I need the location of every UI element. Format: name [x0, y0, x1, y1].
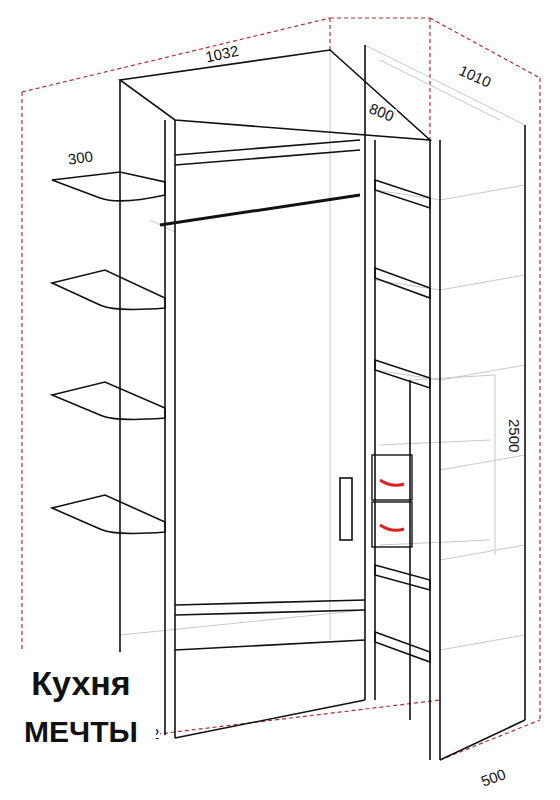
carcass — [120, 45, 525, 760]
logo-text: МЕЧТЫ — [12, 716, 150, 748]
hidden-lines — [120, 45, 525, 650]
dimension-label: 800 — [366, 100, 397, 124]
dimension-label: 500 — [478, 766, 509, 789]
dimension-label: 2500 — [507, 418, 522, 453]
dimension-frame — [22, 18, 540, 760]
dimension-label: 1032 — [203, 43, 241, 65]
dimension-label: 300 — [66, 148, 95, 167]
right-shelves — [375, 180, 430, 662]
drawer-handles — [380, 480, 404, 530]
drawers — [372, 455, 412, 547]
logo-text: Кухня — [12, 666, 150, 702]
corner-shelves — [52, 172, 165, 533]
logo-panel: КухняМЕЧТЫ — [6, 652, 156, 792]
dimension-label: 1010 — [456, 62, 494, 90]
